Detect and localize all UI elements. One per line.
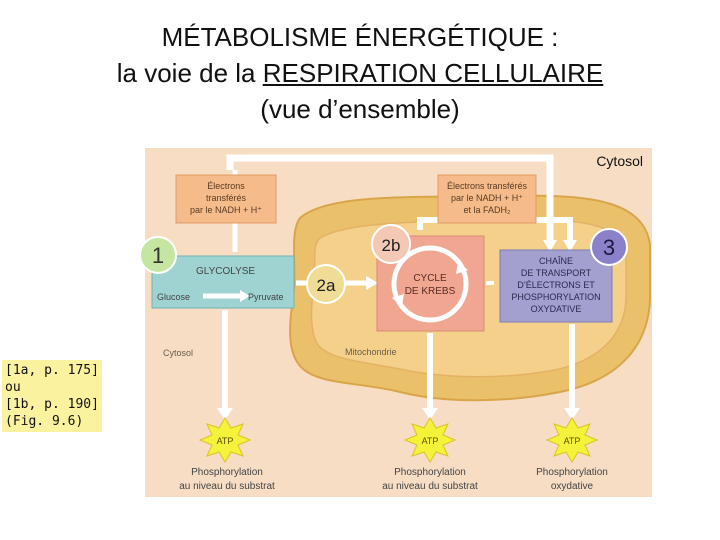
- krebs-label: CYCLE: [413, 273, 447, 284]
- electrons-right-line: et la FADH₂: [463, 205, 511, 215]
- title-line-1: MÉTABOLISME ÉNERGÉTIQUE :: [161, 22, 559, 52]
- badge-1-label: 1: [152, 243, 164, 268]
- phospho-mid-line: au niveau du substrat: [382, 481, 478, 492]
- chain-label: CHAÎNE: [539, 256, 573, 266]
- title-prefix: la voie de la: [116, 58, 263, 88]
- arrowhead: [240, 290, 250, 302]
- atp-star-right: ATP: [545, 417, 599, 463]
- title-line-2: la voie de la RESPIRATION CELLULAIRE: [0, 58, 720, 89]
- electrons-box-left: [175, 174, 277, 224]
- cytosol-inner-label: Cytosol: [163, 348, 193, 358]
- reference-line: (Fig. 9.6): [5, 414, 84, 429]
- phospho-left-line: au niveau du substrat: [179, 481, 275, 492]
- title-line-3: (vue d’ensemble): [260, 94, 460, 124]
- arrowhead: [563, 240, 577, 252]
- arrowhead: [392, 294, 404, 306]
- badge-2a: 2a: [306, 264, 346, 304]
- electrons-box-right: [437, 174, 537, 224]
- badge-3-label: 3: [603, 235, 615, 260]
- badge-2a-label: 2a: [317, 276, 336, 295]
- badge-2b: 2b: [371, 224, 411, 264]
- phospho-right-line: oxydative: [551, 481, 594, 492]
- chain-label: D’ÉLECTRONS ET: [517, 280, 595, 290]
- cytosol-top-label: Cytosol: [596, 153, 643, 169]
- badge-1: 1: [139, 236, 177, 274]
- atp-star-mid: ATP: [403, 417, 457, 463]
- reference-line: ou: [5, 380, 21, 395]
- chain-label: PHOSPHORYLATION: [511, 292, 600, 302]
- electron-transfer-arrow-top: [226, 154, 554, 247]
- atp-star-left: ATP: [198, 417, 252, 463]
- electrons-right-line: par le NADH + H⁺: [451, 193, 523, 203]
- arrowhead: [564, 408, 580, 420]
- electrons-left-line: transférés: [206, 193, 247, 203]
- badge-2b-label: 2b: [382, 236, 401, 255]
- glycolysis-box: [151, 255, 295, 309]
- chain-label: DE TRANSPORT: [521, 268, 592, 278]
- chain-label: OXYDATIVE: [531, 304, 582, 314]
- mitochondria-label: Mitochondrie: [345, 347, 397, 357]
- reference-line: [1b, p. 190]: [5, 397, 99, 412]
- title-emphasis: RESPIRATION CELLULAIRE: [262, 58, 604, 88]
- phospho-mid-line: Phosphorylation: [394, 467, 466, 478]
- glycolysis-title: GLYCOLYSE: [196, 266, 255, 277]
- electron-chain-box: [499, 249, 613, 323]
- glucose-label: Glucose: [157, 292, 190, 302]
- krebs-label: DE KREBS: [405, 286, 456, 297]
- arrowhead: [422, 408, 438, 420]
- reference-note: [1a, p. 175] ou [1b, p. 190] (Fig. 9.6): [2, 360, 102, 432]
- arrowhead: [543, 240, 557, 252]
- arrowhead: [217, 408, 233, 420]
- phospho-left-line: Phosphorylation: [191, 467, 263, 478]
- electrons-left-line: Électrons: [207, 181, 245, 191]
- atp-label: ATP: [564, 436, 581, 446]
- atp-label: ATP: [422, 436, 439, 446]
- arrowhead: [366, 276, 378, 290]
- electrons-right-line: Électrons transférés: [447, 181, 528, 191]
- pyruvate-label: Pyruvate: [248, 292, 284, 302]
- electrons-left-line: par le NADH + H⁺: [190, 205, 262, 215]
- atp-label: ATP: [217, 436, 234, 446]
- arrowhead: [456, 262, 468, 274]
- badge-3: 3: [590, 228, 628, 266]
- phospho-right-line: Phosphorylation: [536, 467, 608, 478]
- reference-line: [1a, p. 175]: [5, 363, 99, 378]
- krebs-cycle-circle: [391, 245, 469, 323]
